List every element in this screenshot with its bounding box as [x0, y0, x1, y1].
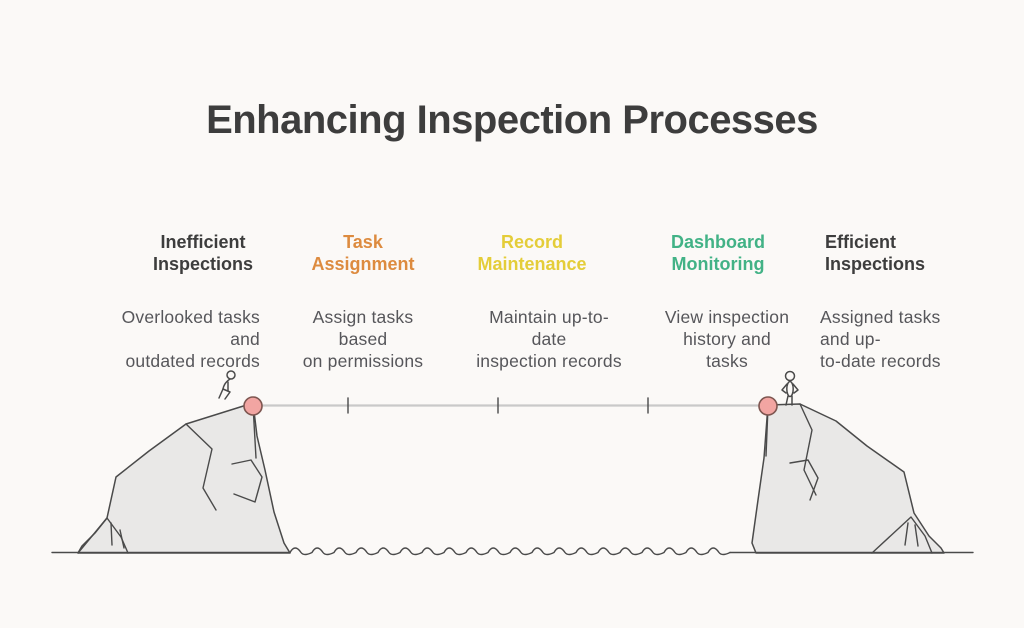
column-heading-efficient-inspections: Efficient Inspections	[825, 232, 926, 274]
column-description-inefficient-inspections: Overlooked tasks and outdated records	[121, 307, 260, 371]
stick-figure-standing	[781, 370, 799, 406]
column-heading-record-maintenance: Record Maintenance	[477, 232, 587, 274]
column-heading-dashboard-monitoring: Dashboard Monitoring	[670, 232, 766, 274]
right-cliff	[751, 403, 945, 554]
anchor-point-right	[758, 396, 778, 416]
column-description-record-maintenance: Maintain up-to- date inspection records	[476, 307, 622, 371]
column-heading-task-assignment: Task Assignment	[311, 232, 415, 274]
column-description-efficient-inspections: Assigned tasks and up- to-date records	[820, 307, 941, 371]
stick-figure-crouching	[218, 370, 236, 400]
column-description-task-assignment: Assign tasks based on permissions	[302, 307, 424, 371]
column-description-dashboard-monitoring: View inspection history and tasks	[664, 307, 790, 371]
water-waves	[289, 547, 731, 556]
left-cliff	[77, 402, 291, 554]
page-title: Enhancing Inspection Processes	[206, 98, 818, 142]
anchor-point-left	[243, 396, 263, 416]
column-heading-inefficient-inspections: Inefficient Inspections	[152, 232, 254, 274]
